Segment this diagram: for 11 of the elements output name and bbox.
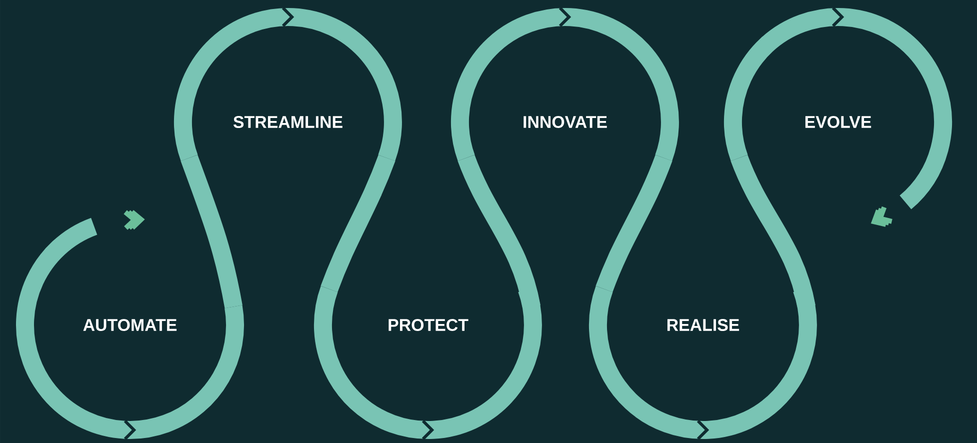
connector <box>320 154 396 292</box>
step-loop: EVOLVE <box>724 6 952 209</box>
step-loop: PROTECT <box>314 286 542 440</box>
step-loop: STREAMLINE <box>174 6 402 161</box>
connector <box>180 154 242 308</box>
step-loop: REALISE <box>589 286 817 440</box>
step-loop: AUTOMATE <box>16 218 244 440</box>
step-loop: INNOVATE <box>451 6 679 161</box>
connector <box>458 154 540 309</box>
connector <box>596 154 672 292</box>
connector <box>730 154 816 309</box>
